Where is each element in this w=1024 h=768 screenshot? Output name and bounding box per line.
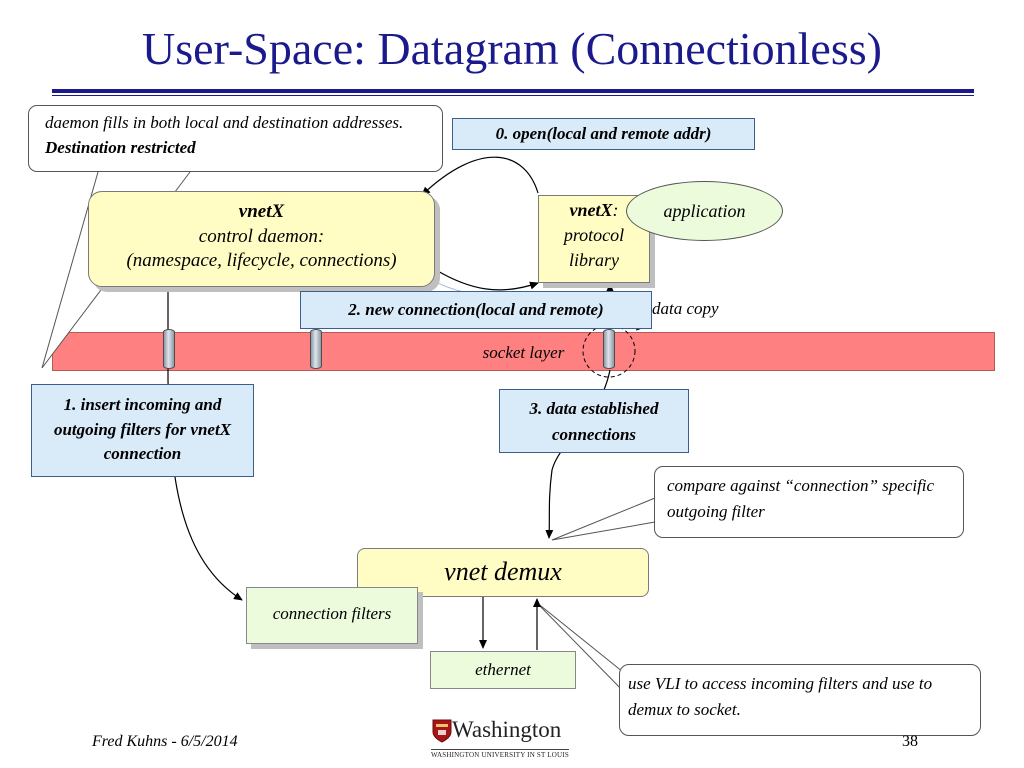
- step-new-connection-box: 2. new connection(local and remote): [300, 291, 652, 329]
- university-shield-icon: [432, 719, 452, 743]
- callout-daemon-fills-bold: Destination restricted: [45, 137, 196, 157]
- vnet-demux-box: vnet demux: [357, 548, 649, 597]
- socket-endpoint-cylinder: [603, 329, 615, 369]
- ethernet-box: ethernet: [430, 651, 576, 689]
- socket-layer-band: [52, 332, 995, 371]
- connection-filters-label: connection filters: [272, 604, 392, 623]
- application-ellipse: application: [626, 181, 783, 241]
- slide-title: User-Space: Datagram (Connectionless): [142, 23, 882, 74]
- library-title: vnetX: [569, 200, 613, 220]
- step-data-established-box: 3. data established connections: [499, 389, 689, 453]
- control-daemon-line2: (namespace, lifecycle, connections): [126, 250, 397, 272]
- socket-layer-label: socket layer: [482, 343, 565, 362]
- library-line2: library: [568, 250, 619, 271]
- footer-author: Fred Kuhns - 6/5/2014: [92, 733, 238, 750]
- page-number: 38: [902, 733, 918, 750]
- new-connection-arrow: [435, 269, 539, 291]
- step-insert-filters-box: 1. insert incoming and outgoing filters …: [31, 384, 254, 477]
- control-daemon-box: vnetX control daemon: (namespace, lifecy…: [88, 191, 435, 287]
- university-logo-subtitle: WASHINGTON UNIVERSITY IN ST LOUIS: [431, 749, 569, 759]
- step-data-established-label: 3. data established connections: [529, 399, 659, 444]
- title-rule-thin: [52, 95, 974, 96]
- control-daemon-title: vnetX: [238, 201, 285, 222]
- university-logo-name: Washington: [452, 717, 562, 742]
- callout-compare-text: compare against “connection” specific ou…: [667, 476, 935, 521]
- callout-daemon-fills-text: daemon fills in both local and destinati…: [45, 113, 404, 132]
- callout-tail-compare: [551, 497, 656, 541]
- callout-use-vli-text: use VLI to access incoming filters and u…: [628, 674, 933, 719]
- step-insert-filters-label: 1. insert incoming and outgoing filters …: [53, 395, 232, 464]
- step-open-box: 0. open(local and remote addr): [452, 118, 755, 150]
- step-open-label: 0. open(local and remote addr): [495, 124, 712, 143]
- vnet-demux-label: vnet demux: [444, 557, 562, 586]
- ethernet-label: ethernet: [475, 660, 531, 679]
- step-new-connection-label: 2. new connection(local and remote): [348, 300, 604, 319]
- connection-filters-box: connection filters: [246, 587, 418, 644]
- title-rule: [52, 89, 974, 93]
- callout-compare: compare against “connection” specific ou…: [654, 466, 964, 538]
- library-line1: protocol: [563, 225, 625, 246]
- application-label: application: [663, 201, 746, 221]
- open-arrow: [421, 156, 539, 196]
- data-copy-label: data copy: [652, 299, 719, 318]
- socket-endpoint-cylinder: [310, 329, 322, 369]
- callout-use-vli: use VLI to access incoming filters and u…: [619, 664, 981, 736]
- callout-daemon-fills: daemon fills in both local and destinati…: [28, 105, 443, 172]
- control-daemon-line1: control daemon:: [198, 225, 325, 247]
- socket-endpoint-cylinder: [163, 329, 175, 369]
